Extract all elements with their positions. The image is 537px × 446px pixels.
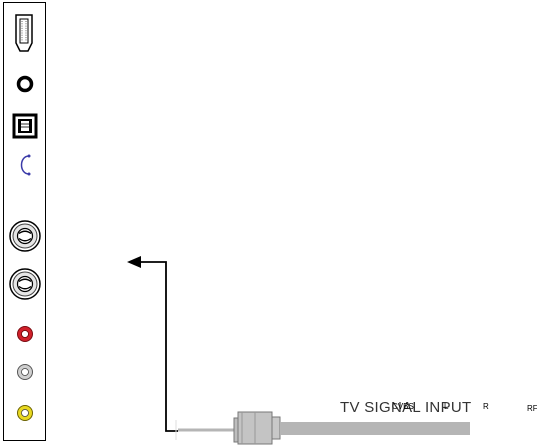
signal-arrow-head-icon [127,256,141,268]
antenna-cable [280,422,470,435]
optical-port-icon[interactable] [12,113,38,139]
antenna-port-1-icon[interactable] [8,219,42,253]
rf-label: RF [527,404,537,413]
connector-panel [3,2,46,441]
l-label: L [444,402,449,411]
red-rca-jack-icon[interactable] [15,324,35,344]
hdmi-port-icon[interactable] [13,13,35,53]
antenna-port-2-icon[interactable] [8,267,42,301]
coax-plug-icon [233,411,281,445]
tv-signal-input-label: TV SIGNAL INPUT [340,399,472,416]
r-label: R [483,402,489,411]
cvbs-label: CVBS [392,402,414,411]
signal-arrow-line [138,261,178,432]
earphone-jack-icon[interactable] [15,153,35,177]
yellow-rca-jack-icon[interactable] [15,403,35,423]
white-rca-jack-icon[interactable] [15,362,35,382]
audio-out-jack-icon[interactable] [16,75,34,93]
